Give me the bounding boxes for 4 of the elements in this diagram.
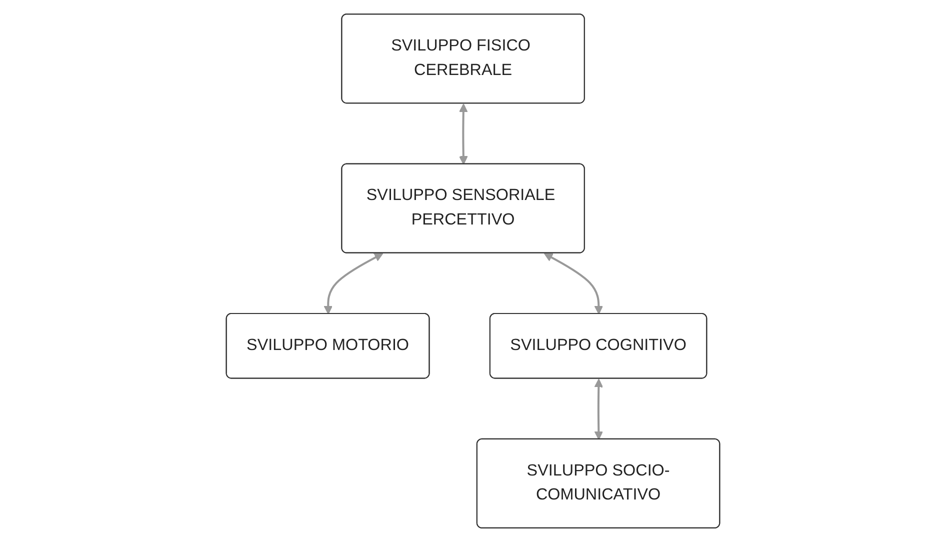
arrow	[458, 104, 468, 165]
arrow	[544, 253, 604, 314]
arrow	[324, 253, 384, 314]
arrow	[594, 378, 604, 440]
